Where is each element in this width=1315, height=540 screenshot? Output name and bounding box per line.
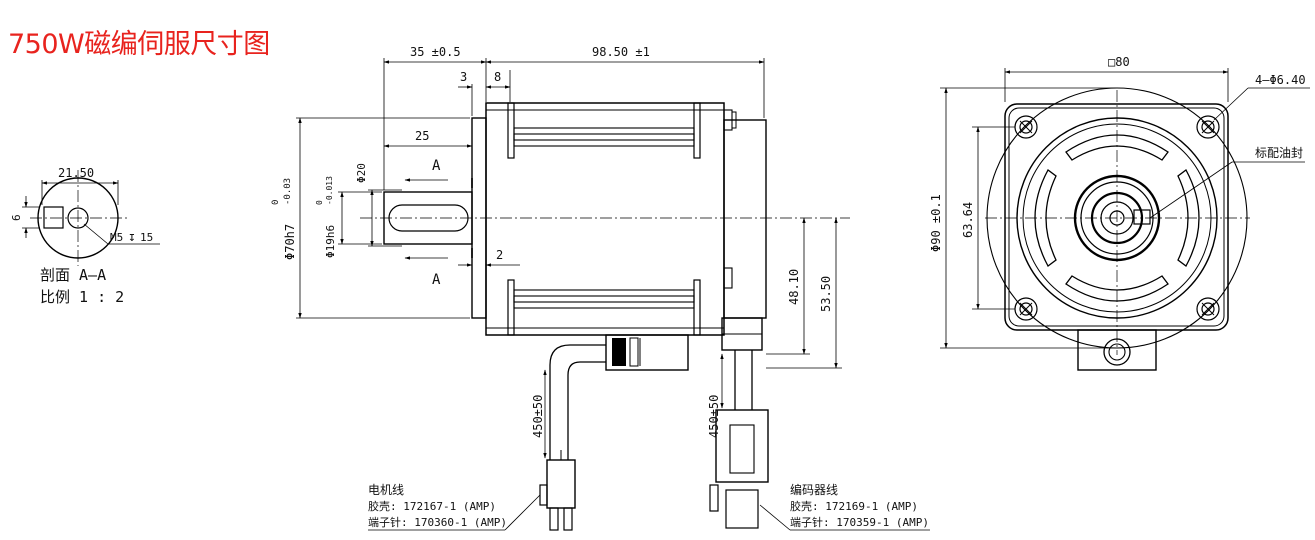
side-view: 35 ±0.5 98.50 ±1 3 8 25 A A 2 Φ70h7 0 -0…: [271, 45, 850, 531]
dim-98-label: 98.50 ±1: [592, 45, 650, 59]
depth-icon: ↧: [128, 230, 136, 245]
mounting-hole: [1196, 297, 1220, 321]
dim-70-label: Φ70h7: [283, 224, 297, 260]
cut-label-top: A: [432, 158, 441, 174]
dim-70-tol-lo: -0.03: [283, 178, 293, 205]
dim-2-label: 2: [496, 248, 503, 262]
mounting-hole: [1014, 297, 1038, 321]
encoder-cable-name: 编码器线: [790, 482, 838, 497]
power-connector: [605, 334, 689, 371]
cable1-length: 450±50: [531, 395, 545, 438]
motor-body: [485, 102, 725, 336]
dim-63-label: 63.64: [961, 202, 975, 238]
power-cable-name: 电机线: [368, 483, 404, 497]
dim-19-label: Φ19h6: [324, 225, 337, 258]
dim-3-label: 3: [460, 70, 467, 84]
dim-35-label: 35 ±0.5: [410, 45, 461, 59]
section-thread-label: M5: [110, 231, 123, 244]
oil-seal-label: 标配油封: [1255, 146, 1303, 160]
mounting-hole: [1196, 115, 1220, 139]
section-keyway: [43, 206, 64, 229]
dim-20-label: Φ20: [355, 163, 368, 183]
dim-holes-label: 4—Φ6.40: [1255, 73, 1306, 87]
motor-shaft: [383, 191, 473, 245]
dim-sq80-label: □80: [1108, 55, 1130, 69]
section-thread-depth: 15: [140, 231, 153, 244]
front-view: □80 4—Φ6.40 标配油封 Φ90 ±0.1 63.64: [929, 55, 1310, 371]
power-cable-label: 电机线 胶壳: 172167-1 (AMP) 端子针: 170360-1 (AM…: [368, 483, 541, 531]
front-connector: [1077, 329, 1157, 371]
section-label-1: 剖面 A—A: [40, 266, 106, 284]
dim-19-tol-hi: 0: [315, 200, 324, 205]
section-width-label: 21.50: [58, 166, 94, 180]
cable2-length: 450±50: [707, 395, 721, 438]
encoder-housing: 胶壳: 172169-1 (AMP): [790, 499, 918, 513]
encoder-terminal: 端子针: 170359-1 (AMP): [790, 515, 929, 529]
front-flange-square: [1004, 103, 1229, 331]
power-terminal: 端子针: 170360-1 (AMP): [368, 515, 507, 529]
section-key-label: 6: [10, 214, 23, 221]
power-housing: 胶壳: 172167-1 (AMP): [368, 499, 496, 513]
dim-48-label: 48.10: [787, 269, 801, 305]
dim-19-tol-lo: -0.013: [325, 176, 334, 205]
dim-90-label: Φ90 ±0.1: [929, 194, 943, 252]
section-view: 21.50 6 M5 ↧ 15 剖面 A—A 比例 1 : 2: [10, 166, 160, 306]
dim-25-label: 25: [415, 129, 429, 143]
encoder-plug: [715, 409, 769, 483]
power-plug: [546, 459, 576, 509]
dim-70-tol-hi: 0: [271, 200, 281, 205]
dim-8-label: 8: [494, 70, 501, 84]
encoder-cable-label: 编码器线 胶壳: 172169-1 (AMP) 端子针: 170359-1 (A…: [759, 482, 930, 531]
drawing-title: 750W磁编伺服尺寸图: [8, 29, 270, 60]
section-label-2: 比例 1 : 2: [40, 288, 124, 306]
cut-label-bottom: A: [432, 272, 441, 288]
section-thread-hole: [67, 207, 89, 229]
dim-53-label: 53.50: [819, 276, 833, 312]
mounting-hole: [1014, 115, 1038, 139]
